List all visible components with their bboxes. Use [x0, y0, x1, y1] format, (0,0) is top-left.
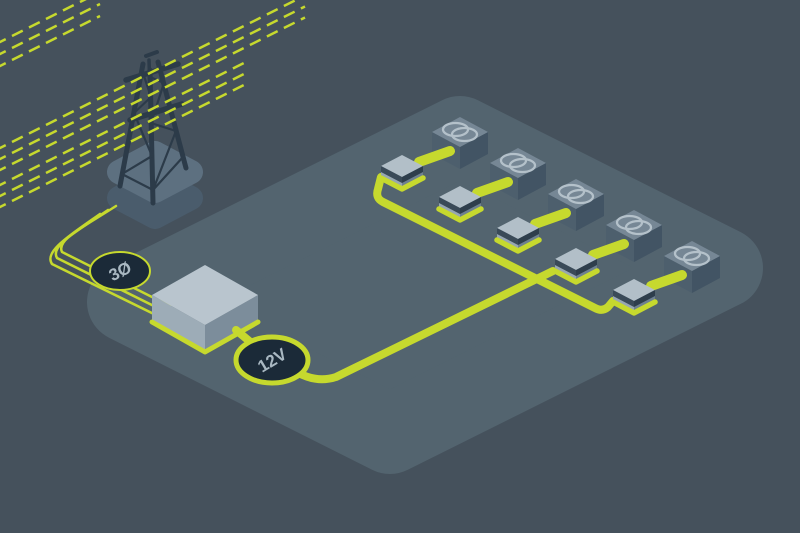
- unit-feed-cable: [646, 270, 687, 291]
- unit-feed-cable: [414, 146, 455, 167]
- power-line: [0, 61, 246, 187]
- power-pylon-icon: [117, 50, 189, 206]
- power-line: [0, 72, 246, 198]
- transformer-two-circles-icon: [499, 152, 537, 174]
- junction-box: [494, 217, 542, 254]
- transformer-two-circles-icon: [615, 214, 653, 236]
- transformer-two-circles-icon: [673, 245, 711, 267]
- transformer-two-circles-icon: [441, 121, 479, 143]
- transformer-unit: [548, 179, 604, 231]
- hv-feed-cables: [49, 204, 172, 320]
- junction-box: [436, 186, 484, 223]
- hv-cable: [49, 212, 164, 320]
- power-line: [0, 2, 101, 56]
- power-line: [0, 0, 87, 44]
- twelve-volt-badge: 12V: [233, 334, 311, 386]
- three-phase-badge: 3Ø: [89, 251, 151, 291]
- overhead-power-lines: [0, 0, 306, 209]
- unit-feed-cable: [472, 177, 513, 198]
- power-line: [0, 83, 246, 209]
- junction-box: [552, 248, 600, 285]
- power-line: [0, 0, 299, 150]
- junction-box: [610, 279, 658, 316]
- transformer-two-circles-icon: [557, 183, 595, 205]
- power-line: [0, 5, 306, 161]
- power-line: [0, 16, 306, 172]
- main-transformer-box: [149, 265, 261, 355]
- junction-box: [378, 155, 426, 192]
- distribution-chain-cable: [373, 173, 617, 314]
- power-line: [0, 14, 101, 68]
- unit-feed-cable: [530, 208, 571, 229]
- unit-feed-cable: [588, 239, 629, 260]
